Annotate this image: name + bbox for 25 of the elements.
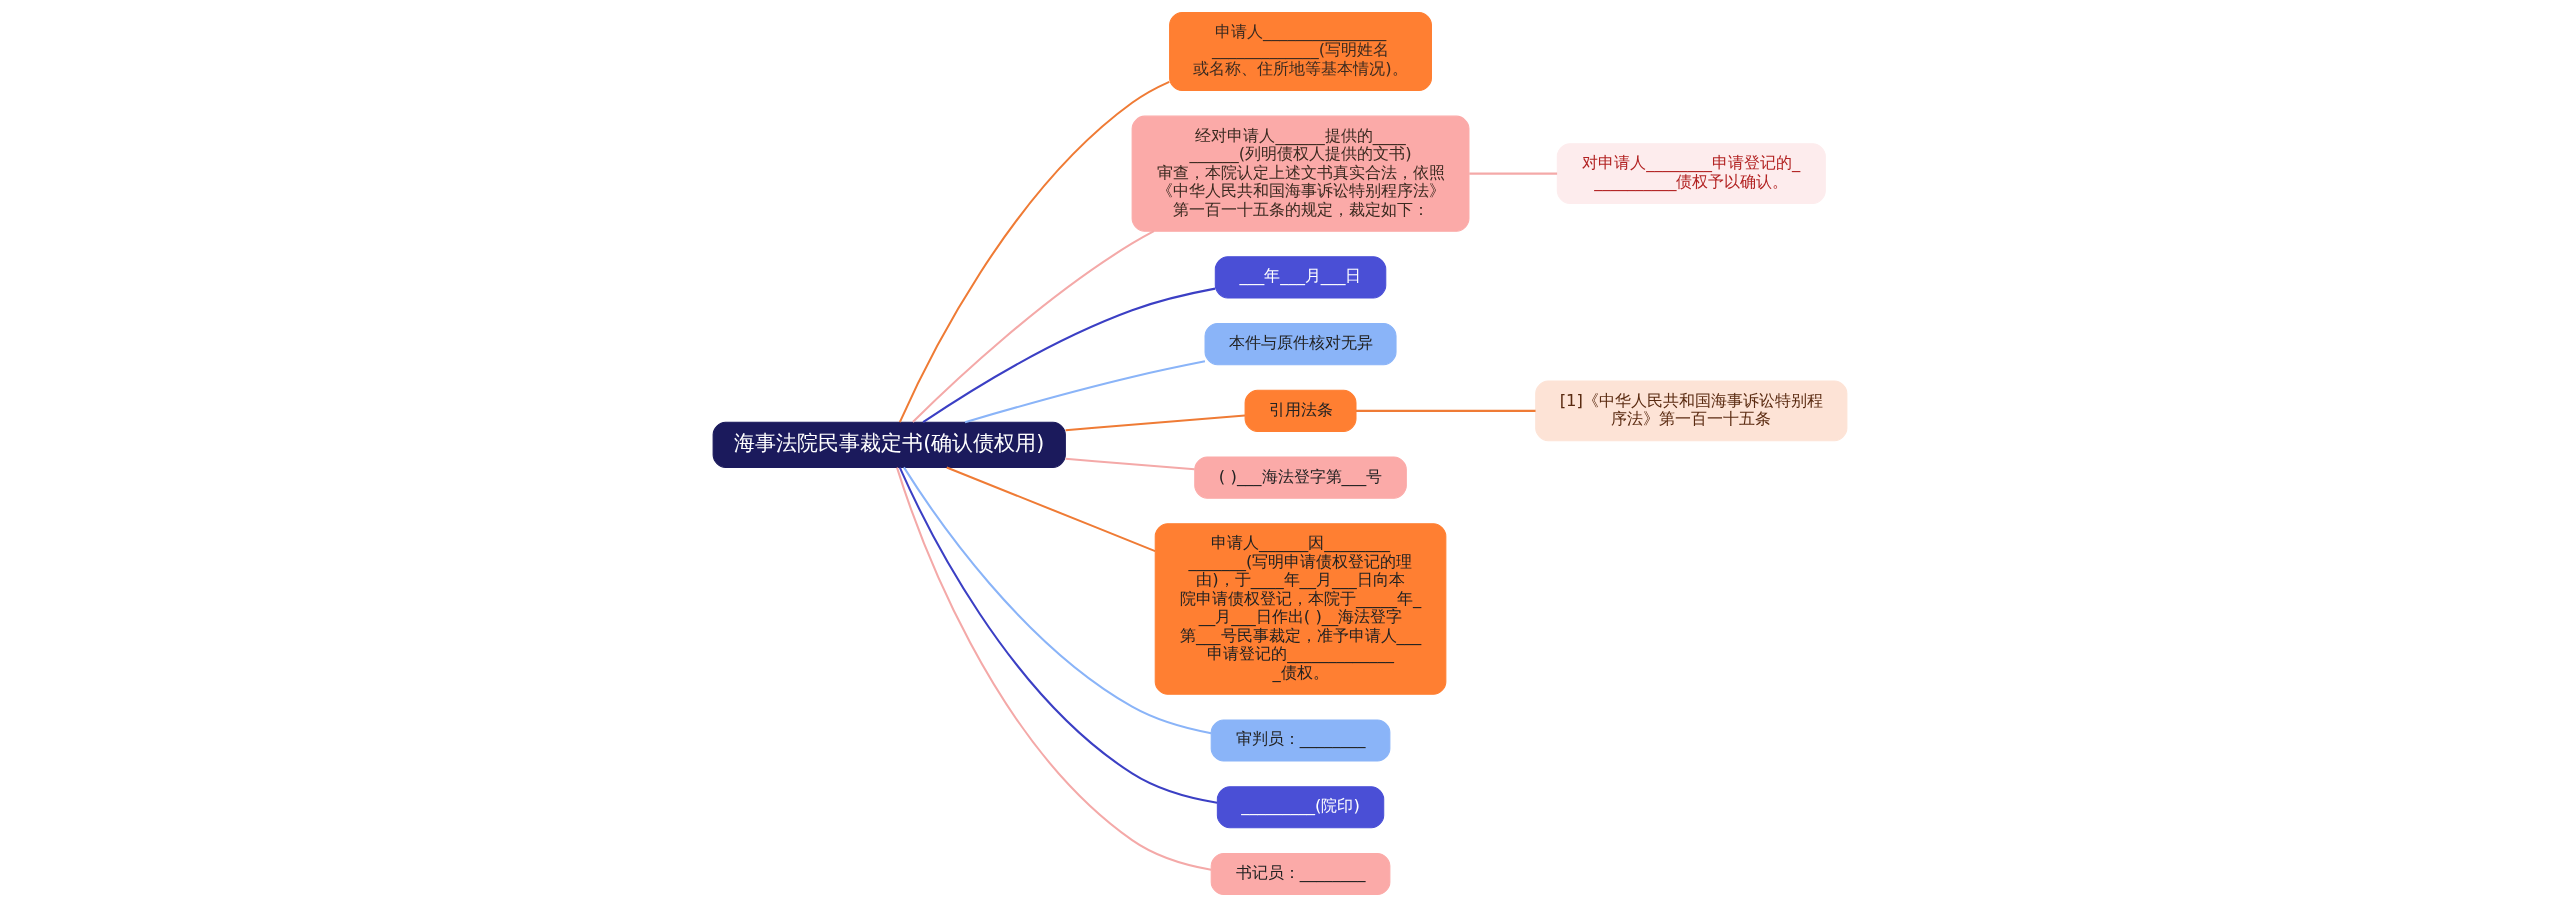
node-box: 海事法院民事裁定书(确认债权用) — [712, 421, 1066, 468]
connector — [898, 80, 1170, 423]
node-box: 申请人______因_______________(写明申请债权登记的理由)，于____年__月___日向本院申请债权登记，本院于_____年___月___日作出( )__海法登字第___号民事裁定，准予申请人___申请登记的______________债权。 — [1154, 523, 1447, 695]
node-box: 本件与原件核对无异 — [1204, 323, 1397, 366]
connector — [896, 467, 1212, 871]
connector — [1356, 409, 1536, 412]
node-box: 书记员：________ — [1210, 853, 1391, 896]
connector — [1065, 414, 1246, 432]
node-box: 申请人____________________________(写明姓名或名称、住所地等基本情况)。 — [1169, 11, 1432, 91]
node-box: 对申请人________申请登记的___________债权予以确认。 — [1556, 143, 1826, 204]
node-box: _________(院印) — [1216, 786, 1385, 829]
connector — [912, 230, 1155, 423]
connector — [922, 287, 1216, 423]
node-box: 审判员：________ — [1210, 719, 1391, 762]
connector — [946, 466, 1156, 553]
connector — [898, 467, 1218, 804]
node-box: [1]《中华人民共和国海事诉讼特别程序法》第一百一十五条 — [1535, 380, 1848, 442]
connector — [903, 466, 1212, 735]
node-box: ___年___月___日 — [1214, 256, 1387, 299]
node-box: 经对申请人______提供的__________(列明债权人提供的文书)审查，本院认定上述文书真实合法，依照《中华人民共和国海事诉讼特别程序法》第一百一十五条的规定，裁定如下： — [1131, 115, 1470, 232]
connector — [1065, 457, 1195, 471]
connector — [964, 360, 1206, 424]
connector — [1469, 172, 1558, 175]
node-box: ( )___海法登字第___号 — [1194, 456, 1407, 499]
node-box: 引用法条 — [1244, 389, 1357, 432]
